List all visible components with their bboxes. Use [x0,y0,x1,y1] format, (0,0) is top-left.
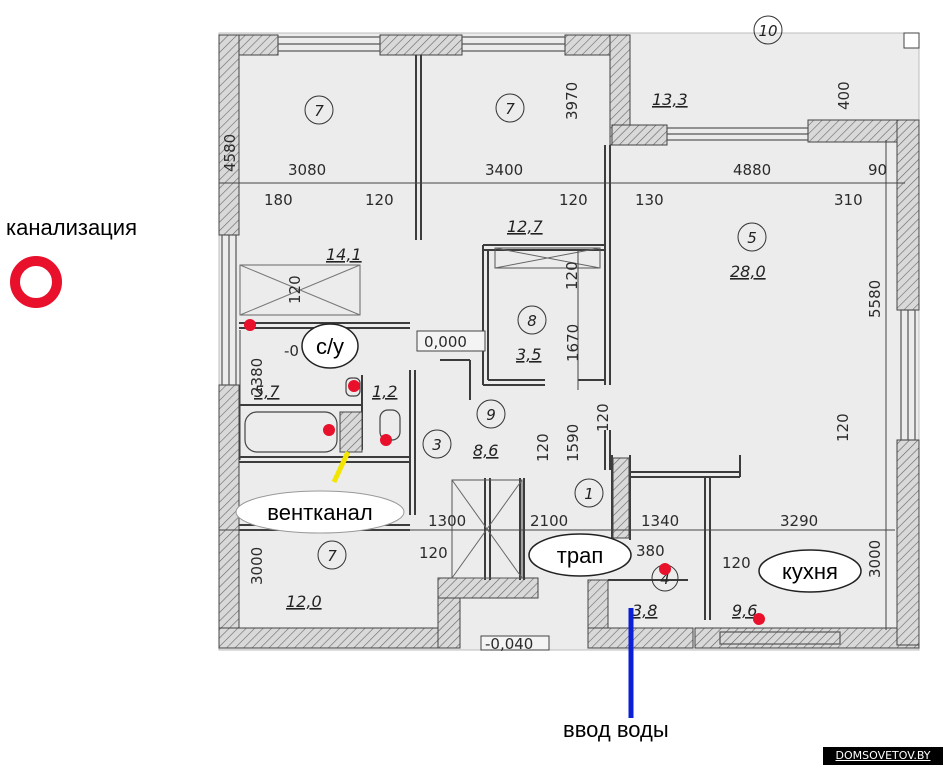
dim-120i: 120 [722,554,751,572]
area-13-3: 13,3 [652,90,688,109]
dim-130: 130 [635,191,664,209]
toilet-label: с/у [316,334,344,359]
area-12-7: 12,7 [507,217,543,236]
area-12-0: 12,0 [286,592,322,611]
sewer-point [348,380,360,392]
dim-2380: 2380 [248,358,266,396]
dim-120c: 120 [286,275,304,304]
drain-label: трап [557,543,603,568]
room-7b-number: 7 [505,100,515,118]
room-7a-circle [304,95,334,125]
exterior-walls [218,32,920,649]
dim-1590: 1590 [564,424,582,462]
room-8-circle [517,305,547,335]
dim-120h: 120 [419,544,448,562]
dim-3000a: 3000 [248,547,266,585]
dim-1670: 1670 [564,324,582,362]
dim-4580: 4580 [221,134,239,172]
dim-3080: 3080 [288,161,326,179]
area-28-0: 28,0 [730,262,766,281]
room-markers: 7 7 7 5 8 9 3 1 4 10 [304,15,783,592]
bathtub [244,411,338,453]
fixtures [244,377,401,453]
dim-120a: 120 [365,191,394,209]
room-5-number: 5 [747,229,757,247]
dim-3290: 3290 [780,512,818,530]
dim-120e: 120 [594,403,612,432]
vent-label: вентканал [267,500,372,525]
sewer-points [244,319,765,625]
sewer-point [244,319,256,331]
room-7a-number: 7 [314,102,324,120]
room-5-circle [737,222,767,252]
level-marks: 0,000 -0 -0,040 [284,330,550,653]
dim-120f: 120 [534,433,552,462]
vent-pointer [331,450,351,484]
dim-3970: 3970 [563,82,581,120]
room-areas: 13,3 28,0 14,1 12,7 3,5 5,7 1,2 8,6 12,0… [254,90,766,620]
sewer-point [659,563,671,575]
dim-120d: 120 [563,261,581,290]
sewer-legend-label: канализация [6,215,137,240]
sewer-point [380,434,392,446]
area-8-6: 8,6 [473,441,498,460]
level-floor: 0,000 [424,333,467,351]
area-3-5: 3,5 [516,345,541,364]
area-1-2: 1,2 [372,382,397,401]
room-4-number: 4 [660,570,670,588]
dim-120b: 120 [559,191,588,209]
sink-fixture [345,377,361,397]
room-3-number: 3 [432,436,442,454]
dim-4880: 4880 [733,161,771,179]
room-9-number: 9 [486,406,496,424]
room-3-circle [422,429,452,459]
area-5-7: 5,7 [254,382,280,401]
room-10-circle [753,15,783,45]
sewer-legend-icon [10,256,62,308]
plan-paper-edge [218,32,920,651]
level-minus-a: -0 [284,342,299,360]
room-7b-circle [495,93,525,123]
room-1-number: 1 [584,485,594,503]
room-7c-circle [317,540,347,570]
dimension-texts: 3080 3400 4880 90 180 120 120 130 310 13… [264,161,887,572]
dim-5580: 5580 [866,280,884,318]
shafts [239,247,630,579]
dim-120g: 120 [834,413,852,442]
area-9-6: 9,6 [732,601,757,620]
dim-1300: 1300 [428,512,466,530]
dim-180: 180 [264,191,293,209]
room-7c-number: 7 [327,547,337,565]
dimension-texts-vertical: 4580 3970 400 5580 2380 1670 1590 120 12… [221,81,884,585]
dim-3400: 3400 [485,161,523,179]
room-1-circle [574,478,604,508]
room-10-number: 10 [758,22,777,40]
dim-310: 310 [834,191,863,209]
room-9-circle [476,399,506,429]
toilet-bubble [301,323,359,369]
watermark: DOMSOVETOV.BY [823,747,943,765]
windows [221,36,916,645]
dim-3000b: 3000 [866,540,884,578]
sewer-point [323,424,335,436]
kitchen-label: кухня [782,559,838,584]
kitchen-bubble [758,549,862,593]
room-8-number: 8 [527,312,537,330]
water-inlet-label: ввод воды [563,717,669,742]
dim-380: 380 [636,542,665,560]
area-3-8: 3,8 [632,601,657,620]
dim-2100: 2100 [530,512,568,530]
sewer-point [753,613,765,625]
vent-bubble [235,490,405,534]
drain-bubble [528,533,632,577]
area-14-1: 14,1 [326,245,362,264]
dim-1340: 1340 [641,512,679,530]
dim-90: 90 [868,161,887,179]
level-minus-b: -0,040 [485,635,533,653]
dim-400: 400 [835,81,853,110]
